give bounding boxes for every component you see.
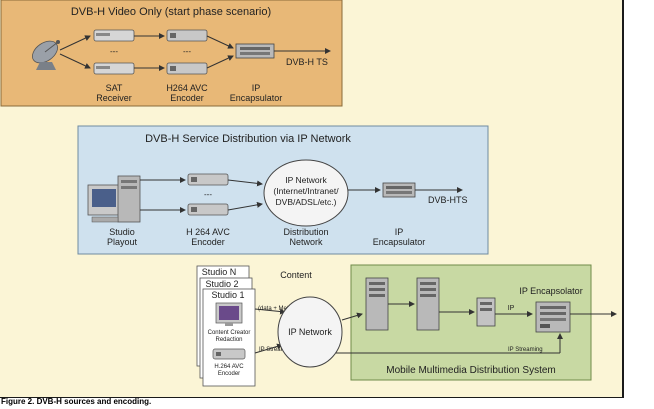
- ip-network-ellipse: [277, 296, 343, 368]
- label-enc-2: Encoder: [170, 93, 204, 103]
- label-p2-enc-2: Encoder: [191, 237, 225, 247]
- diagram-svg: DVB-H Video Only (start phase scenario) …: [0, 0, 617, 387]
- panel-video-only: DVB-H Video Only (start phase scenario) …: [0, 0, 343, 107]
- figure-caption: Figure 2. DVB-H sources and encoding.: [1, 397, 152, 406]
- studio-n-label: Studio N: [202, 267, 237, 277]
- network-line-3: DVB/ADSL/etc.): [276, 197, 337, 207]
- ip-small-label: IP: [508, 305, 515, 312]
- sat-receiver-bottom: [93, 62, 135, 75]
- label-p2-enc-1: H 264 AVC: [186, 227, 230, 237]
- ip-streaming-right: IP Streaming: [508, 347, 543, 353]
- network-line-2: (Internet/Intranet/: [273, 186, 339, 196]
- ip-network-label: IP Network: [288, 327, 332, 337]
- ip-encapsolator-label: IP Encapsolator: [519, 286, 582, 296]
- dots-top-encoders: ---: [183, 47, 191, 56]
- label-sat-2: Receiver: [96, 93, 132, 103]
- server-icon-3: [476, 297, 496, 327]
- creator-line-1: Content Creator: [208, 330, 251, 336]
- ip-encapsulator-1: [235, 43, 275, 59]
- server-icon-1: [365, 277, 389, 331]
- label-encap-2: Encapsulator: [230, 93, 283, 103]
- panel-content-mmds: Mobile Multimedia Distribution System St…: [196, 264, 617, 387]
- diagram-canvas: DVB-H Video Only (start phase scenario) …: [0, 0, 624, 398]
- label-studio-1: Studio: [109, 227, 135, 237]
- encoder-p3-line-2: Encoder: [218, 371, 240, 377]
- panel-ip-distribution: DVB-H Service Distribution via IP Networ…: [77, 125, 489, 255]
- encoder-top: [166, 29, 208, 42]
- ip-encapsulator-3: [535, 301, 571, 333]
- studio-2-label: Studio 2: [205, 279, 238, 289]
- label-enc-1: H264 AVC: [166, 83, 208, 93]
- creator-line-2: Redaction: [215, 337, 242, 343]
- label-dist-1: Distribution: [283, 227, 328, 237]
- ip-network-cloud: [263, 159, 349, 227]
- sat-receiver-top: [93, 29, 135, 42]
- label-sat-1: SAT: [106, 83, 123, 93]
- network-line-1: IP Network: [285, 175, 327, 185]
- satellite-dish-icon: [32, 40, 60, 70]
- output-dvbh-ts: DVB-H TS: [286, 57, 328, 67]
- panel1-title: DVB-H Video Only (start phase scenario): [71, 6, 271, 18]
- label-encap-1: IP: [252, 83, 261, 93]
- encoder-p3: [212, 348, 246, 360]
- content-label: Content: [280, 270, 312, 280]
- dots-top-receivers: ---: [110, 47, 118, 56]
- dots-p2: ---: [204, 190, 212, 199]
- label-p2-encap-1: IP: [395, 227, 404, 237]
- encoder-bottom: [166, 62, 208, 75]
- label-dist-2: Network: [289, 237, 323, 247]
- mmds-title: Mobile Multimedia Distribution System: [386, 365, 556, 376]
- label-studio-2: Playout: [107, 237, 138, 247]
- studio-1-label: Studio 1: [211, 290, 244, 300]
- output-dvbhts: DVB-HTS: [428, 195, 468, 205]
- label-p2-encap-2: Encapsulator: [373, 237, 426, 247]
- panel2-title: DVB-H Service Distribution via IP Networ…: [145, 133, 351, 145]
- encoder-p3-line-1: H.264 AVC: [214, 364, 244, 370]
- monitor-icon: [215, 302, 243, 326]
- studio-playout-icon: [87, 175, 141, 223]
- encoder-p2-top: [187, 173, 229, 186]
- server-icon-2: [416, 277, 440, 331]
- encoder-p2-bottom: [187, 203, 229, 216]
- ip-streaming-left: IP Streaming: [259, 347, 294, 353]
- ip-encapsulator-2: [382, 182, 416, 198]
